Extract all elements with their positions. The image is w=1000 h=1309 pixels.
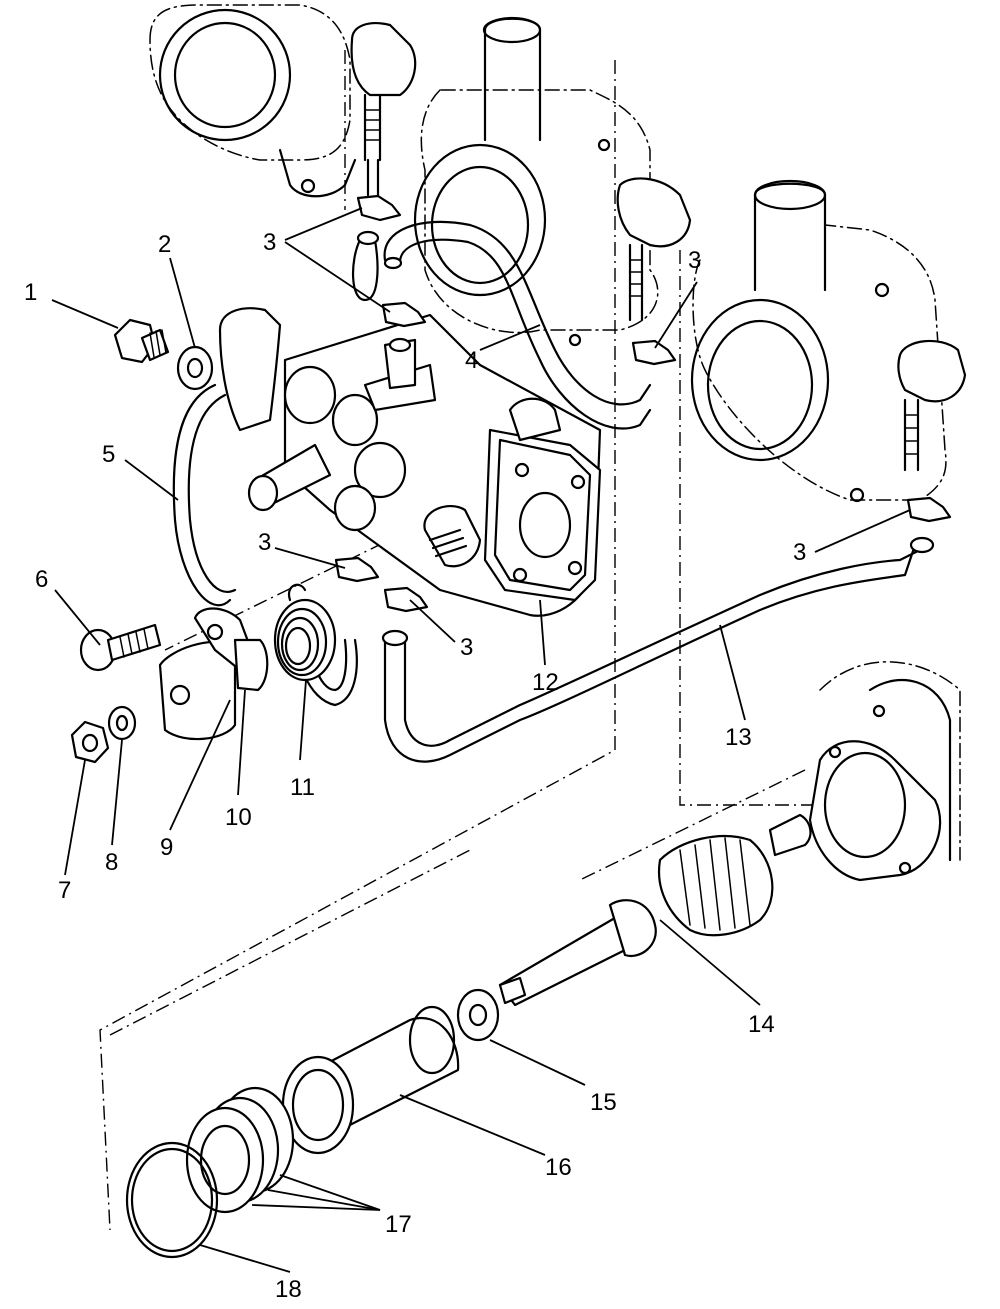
- callout-3-center: 3: [460, 634, 473, 661]
- part-18-ring: [125, 1141, 219, 1259]
- oil-pump-body: [218, 307, 602, 617]
- part-2-washer: [176, 345, 214, 391]
- cylinder-housing-center: [413, 16, 692, 347]
- cylinder-housing-right: [690, 179, 967, 503]
- cylinder-housing-left: [149, 4, 417, 198]
- leader-lines: [51, 207, 911, 1273]
- callout-13: 13: [725, 724, 752, 751]
- callout-3-left: 3: [258, 529, 271, 556]
- callout-labels: 1 2 3 3 3 3 3 4 5 6 7 8 9 10 11 12 13 14…: [24, 229, 806, 1303]
- callout-18: 18: [275, 1276, 302, 1303]
- hose-13: [381, 536, 935, 763]
- part-16-sleeve: [281, 1005, 460, 1155]
- part-15-washer: [456, 988, 500, 1042]
- callout-17: 17: [385, 1211, 412, 1238]
- callout-1: 1: [24, 279, 37, 306]
- callout-11: 11: [290, 774, 315, 801]
- callout-3-far-right: 3: [793, 539, 806, 566]
- part-10-plate: [233, 638, 269, 692]
- callout-12: 12: [532, 669, 559, 696]
- part-1-bolt: [113, 318, 170, 364]
- part-6-screw: [79, 623, 162, 672]
- callout-15: 15: [590, 1089, 617, 1116]
- callout-3-right: 3: [688, 247, 701, 274]
- callout-4: 4: [465, 347, 478, 374]
- callout-9: 9: [160, 834, 173, 861]
- callout-2: 2: [158, 231, 171, 258]
- part-11-spring: [273, 583, 337, 682]
- shaft-housing: [808, 661, 961, 882]
- part-14-gear-shaft: [498, 813, 812, 1007]
- hose-4: [383, 220, 652, 430]
- callout-10: 10: [225, 804, 252, 831]
- part-7-nut: [70, 720, 110, 764]
- callout-8: 8: [105, 849, 118, 876]
- part-17-seals: [185, 1086, 295, 1214]
- callout-5: 5: [102, 441, 115, 468]
- callout-16: 16: [545, 1154, 572, 1181]
- hose-5: [172, 383, 237, 607]
- hose-left-short: [351, 230, 380, 302]
- callout-14: 14: [748, 1011, 775, 1038]
- callout-7: 7: [58, 877, 71, 904]
- callout-3-top: 3: [263, 229, 276, 256]
- part-8-washer: [107, 705, 137, 741]
- callout-6: 6: [35, 566, 48, 593]
